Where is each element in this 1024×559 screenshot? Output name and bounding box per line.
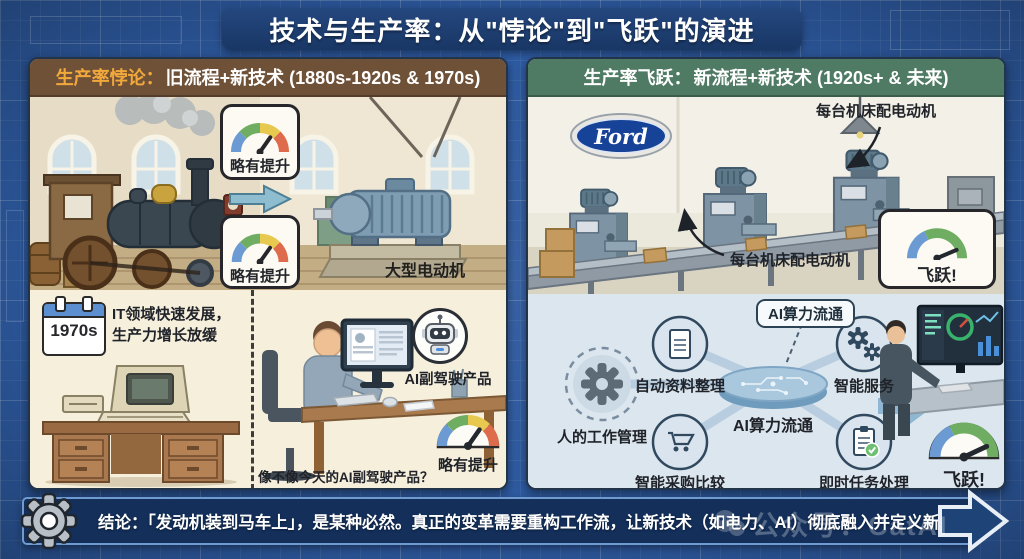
forward-arrow-icon: [938, 489, 1010, 553]
cell-ai-copilot: AI副驾驶产品 略有提升 像不像今天的AI副驾驶产品？: [254, 290, 506, 488]
node-label-auto-organize: 自动资料整理: [634, 378, 725, 395]
ford-logo-oval: Ford: [575, 118, 667, 154]
cart-icon: [651, 413, 709, 471]
transition-arrow-icon: [229, 184, 292, 214]
paradox-header-highlight: 生产率悖论：: [55, 68, 164, 88]
leap-panel-header: 生产率飞跃： 新流程+新技术 (1920s+ & 未来): [528, 59, 1004, 97]
document-icon: [651, 315, 709, 373]
copilot-caption: 像不像今天的AI副驾驶产品？: [258, 470, 434, 485]
motor-label: 大型电动机: [384, 263, 465, 280]
gears-sync-icon: [835, 315, 893, 373]
paradox-bottom-row: 1970s IT领域快速发展， 生产力增长放缓: [30, 290, 506, 488]
gauge-label: 飞跃!: [943, 470, 985, 490]
gauge-slight-improvement-small: [436, 414, 500, 450]
node-label-human-management: 人的工作管理: [556, 429, 647, 446]
machine-motor-label-top: 每台机床配电动机: [816, 103, 937, 120]
ai-hub-icon: [718, 366, 828, 409]
person-at-computer-illustration: [262, 318, 506, 481]
gauge-dial-icon: [906, 228, 968, 260]
retro-computer-illustration: [42, 365, 240, 487]
page-title: 技术与生产率：从"悖论"到"飞跃"的演进: [222, 8, 802, 50]
factory-scene: Ford 每台机床配电动机 每台机床配电动机 飞跃!: [528, 97, 1004, 294]
machine-motor-label-bottom: 每台机床配电动机: [730, 252, 851, 269]
ai-robot-icon: [412, 308, 468, 364]
electric-motor-illustration: [313, 178, 468, 278]
node-label-smart-service: 智能服务: [833, 378, 894, 395]
gauge-leap-bottom: [928, 422, 1000, 462]
blueprint-decor: [30, 16, 182, 44]
gear-icon: [20, 492, 78, 550]
gauge-label: 略有提升: [229, 158, 290, 175]
gauge-slight-improvement-top: 略有提升: [220, 104, 300, 180]
gauge-label: 飞跃!: [917, 266, 957, 285]
paradox-header-rest: 旧流程+新技术 (1880s-1920s & 1970s): [165, 68, 481, 88]
ai-workflow-scene: AI算力流通 人的工作管理 自动资料整理 智能采购比较 智能服务 即时任务处理 …: [528, 294, 1004, 490]
paradox-panel-header: 生产率悖论： 旧流程+新技术 (1880s-1920s & 1970s): [30, 59, 506, 97]
clipboard-check-icon: [835, 413, 893, 471]
assembly-line-illustration: [528, 97, 1004, 294]
gauge-dial-icon: [231, 233, 289, 264]
calendar-icon: 1970s: [42, 296, 106, 356]
calendar-year: 1970s: [50, 321, 98, 340]
gauge-slight-improvement-bottom: 略有提升: [220, 215, 300, 289]
leap-header-rest: 新流程+新技术 (1920s+ & 未来): [693, 68, 949, 88]
workshop-scene: 略有提升 略有提升 大型电动机: [30, 97, 506, 290]
it-era-line2: 生产力增长放缓: [112, 327, 218, 344]
watermark: 公众号：CatAI: [712, 504, 949, 543]
it-era-text: IT领域快速发展， 生产力增长放缓: [112, 304, 230, 346]
it-era-line1: IT领域快速发展，: [112, 306, 231, 323]
paradox-panel: 生产率悖论： 旧流程+新技术 (1880s-1920s & 1970s): [28, 57, 508, 490]
ford-logo: Ford: [570, 113, 672, 159]
cell-1970s-computers: 1970s IT领域快速发展， 生产力增长放缓: [30, 290, 254, 488]
watermark-text: 公众号：CatAI: [752, 511, 949, 541]
gauge-label: 略有提升: [229, 268, 290, 285]
conclusion-text: 结论：「发动机装到马车上」，是某种必然。真正的变革需要重构工作流，让新技术（如电…: [98, 514, 989, 532]
calendar-ring: [82, 296, 93, 312]
conclusion-bar: 结论：「发动机装到马车上」，是某种必然。真正的变革需要重构工作流，让新技术（如电…: [22, 497, 989, 545]
node-label-instant-tasks: 即时任务处理: [818, 475, 909, 490]
calendar-header: [44, 304, 104, 318]
ford-logo-text: Ford: [594, 123, 648, 149]
blueprint-decor: [6, 210, 24, 322]
ai-workflow-diagram: [564, 304, 1004, 471]
machine-with-motor: [703, 167, 777, 251]
machine-with-motor: [569, 188, 637, 266]
leap-panel: 生产率飞跃： 新流程+新技术 (1920s+ & 未来): [526, 57, 1006, 490]
blueprint-decor: [890, 10, 1010, 50]
workshop-illustration: [30, 97, 506, 290]
gauge-dial-icon: [230, 122, 290, 154]
hub-tag: AI算力流通: [756, 299, 856, 328]
hub-label: AI算力流通: [732, 418, 813, 435]
gauge-leap-top: 飞跃!: [878, 209, 996, 289]
leap-header-highlight: 生产率飞跃：: [583, 68, 692, 88]
ai-copilot-label: AI副驾驶产品: [404, 372, 492, 388]
gauge-label: 略有提升: [437, 457, 498, 474]
gear-icon: [564, 346, 640, 422]
calendar-ring: [55, 296, 66, 312]
node-label-smart-procurement: 智能采购比较: [634, 475, 725, 490]
wechat-icon: [714, 509, 745, 536]
operator-dashboard-illustration: [880, 304, 1004, 440]
page-title-text: 技术与生产率：从"悖论"到"飞跃"的演进: [269, 15, 755, 46]
